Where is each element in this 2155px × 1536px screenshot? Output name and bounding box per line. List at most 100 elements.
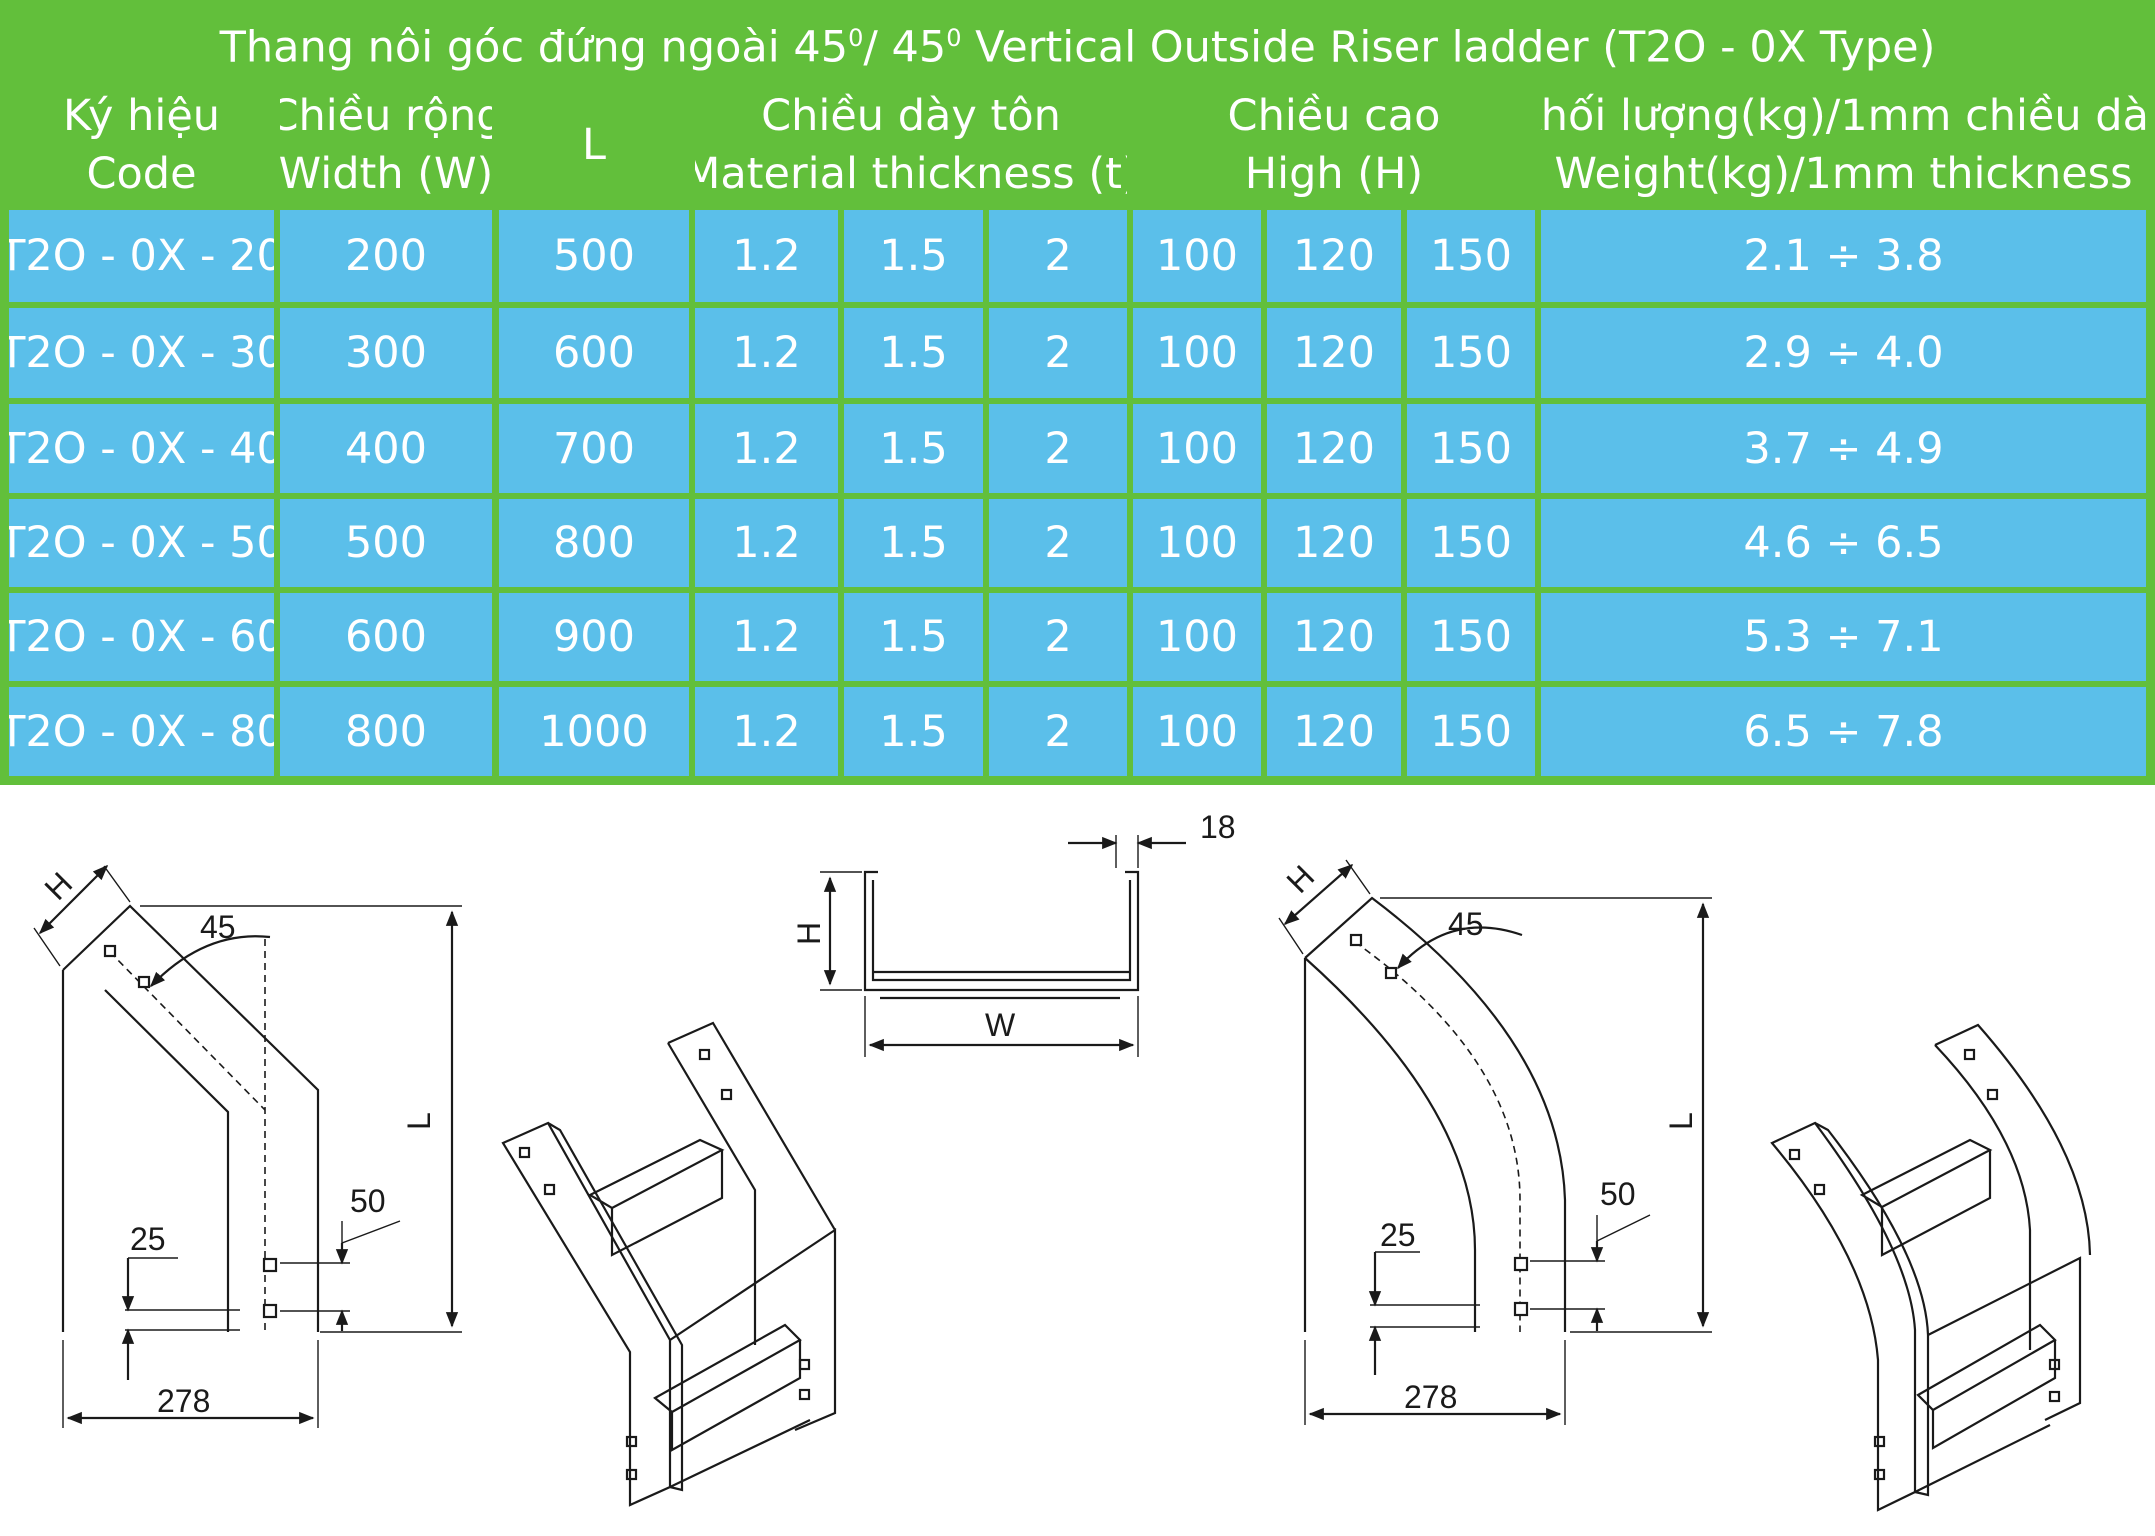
cell-length: 900 <box>499 593 689 681</box>
dim-25-label: 25 <box>130 1221 166 1257</box>
dim-angle-label: 45 <box>200 909 236 945</box>
spec-table: Thang nôi góc đứng ngoài 450/ 450 Vertic… <box>0 0 2155 785</box>
dim-18-label: 18 <box>1200 809 1236 845</box>
cell-thickness-2: 1.5 <box>844 210 983 302</box>
header-weight-line1: Khối lượng(kg)/1mm chiều dày <box>1541 90 2146 141</box>
cell-code: T2O - 0X - 20 <box>9 210 274 302</box>
cell-height-1: 100 <box>1133 687 1261 776</box>
cell-thickness-2: 1.5 <box>844 687 983 776</box>
header-height-line2: High (H) <box>1244 148 1424 199</box>
header-width: Chiều rộng Width (W) <box>280 83 492 206</box>
cell-height-3: 150 <box>1407 499 1535 587</box>
technical-drawings: H 45 L 50 25 278 <box>33 809 2092 1512</box>
header-length: L <box>499 83 689 206</box>
cell-width: 300 <box>280 308 492 398</box>
cell-weight: 4.6 ÷ 6.5 <box>1541 499 2146 587</box>
cell-weight: 2.1 ÷ 3.8 <box>1541 210 2146 302</box>
title-text-part1: Thang nôi góc đứng ngoài 45 <box>219 22 849 73</box>
cell-height-2: 120 <box>1267 308 1401 398</box>
cell-height-1: 100 <box>1133 593 1261 681</box>
cell-width: 400 <box>280 404 492 493</box>
cell-thickness-3: 2 <box>989 210 1127 302</box>
header-height: Chiều cao High (H) <box>1133 83 1535 206</box>
dim-278-label: 278 <box>1404 1379 1457 1415</box>
cell-weight: 5.3 ÷ 7.1 <box>1541 593 2146 681</box>
cell-code: T2O - 0X - 30 <box>9 308 274 398</box>
cell-width: 500 <box>280 499 492 587</box>
cell-length: 800 <box>499 499 689 587</box>
cell-weight: 2.9 ÷ 4.0 <box>1541 308 2146 398</box>
dim-278-label: 278 <box>157 1383 210 1419</box>
cell-length: 500 <box>499 210 689 302</box>
cell-height-3: 150 <box>1407 308 1535 398</box>
cell-thickness-2: 1.5 <box>844 404 983 493</box>
cell-thickness-1: 1.2 <box>695 308 838 398</box>
header-code: Ký hiệu Code <box>9 83 274 206</box>
title-degree-sup1: 0 <box>848 24 864 52</box>
cell-thickness-3: 2 <box>989 308 1127 398</box>
header-weight: Khối lượng(kg)/1mm chiều dày Weight(kg)/… <box>1541 83 2146 206</box>
header-thickness-line1: Chiều dày tôn <box>761 90 1061 141</box>
cell-height-3: 150 <box>1407 593 1535 681</box>
cross-section-view <box>820 835 1186 1057</box>
cell-height-2: 120 <box>1267 210 1401 302</box>
title-text-part3: Vertical Outside Riser ladder (T2O - 0X … <box>961 22 1936 73</box>
dim-25-label: 25 <box>1380 1217 1416 1253</box>
cell-height-2: 120 <box>1267 593 1401 681</box>
cell-code: T2O - 0X - 40 <box>9 404 274 493</box>
cell-length: 700 <box>499 404 689 493</box>
dim-angle-label: 45 <box>1448 906 1484 942</box>
dim-h-label: H <box>791 922 827 945</box>
cell-length: 1000 <box>499 687 689 776</box>
header-code-line1: Ký hiệu <box>62 90 221 141</box>
cell-thickness-3: 2 <box>989 404 1127 493</box>
cell-thickness-1: 1.2 <box>695 499 838 587</box>
cell-height-3: 150 <box>1407 404 1535 493</box>
dim-50-label: 50 <box>350 1183 386 1219</box>
angled-riser-side-view <box>33 864 462 1428</box>
cell-width: 800 <box>280 687 492 776</box>
cell-thickness-1: 1.2 <box>695 687 838 776</box>
cell-weight: 6.5 ÷ 7.8 <box>1541 687 2146 776</box>
cell-height-1: 100 <box>1133 308 1261 398</box>
header-weight-line2: Weight(kg)/1mm thickness <box>1554 148 2133 199</box>
cell-thickness-1: 1.2 <box>695 404 838 493</box>
header-code-line2: Code <box>86 148 197 199</box>
cell-height-2: 120 <box>1267 404 1401 493</box>
header-length-line1: L <box>582 119 606 170</box>
dim-h-label: H <box>1279 858 1321 900</box>
cell-height-3: 150 <box>1407 687 1535 776</box>
cell-length: 600 <box>499 308 689 398</box>
cell-thickness-2: 1.5 <box>844 593 983 681</box>
angled-riser-perspective <box>501 1021 837 1507</box>
cell-height-2: 120 <box>1267 499 1401 587</box>
cell-height-3: 150 <box>1407 210 1535 302</box>
cell-height-1: 100 <box>1133 404 1261 493</box>
header-width-line1: Chiều rộng <box>280 90 492 141</box>
dim-l-label: L <box>401 1112 437 1130</box>
cell-thickness-3: 2 <box>989 687 1127 776</box>
cell-thickness-3: 2 <box>989 593 1127 681</box>
table-title: Thang nôi góc đứng ngoài 450/ 450 Vertic… <box>0 0 2155 76</box>
dim-50-label: 50 <box>1600 1176 1636 1212</box>
dim-l-label: L <box>1663 1112 1699 1130</box>
cell-thickness-2: 1.5 <box>844 308 983 398</box>
title-degree-sup2: 0 <box>946 24 962 52</box>
cell-code: T2O - 0X - 80 <box>9 687 274 776</box>
cell-width: 200 <box>280 210 492 302</box>
cell-height-2: 120 <box>1267 687 1401 776</box>
cell-weight: 3.7 ÷ 4.9 <box>1541 404 2146 493</box>
header-thickness-line2: Material thickness (t) <box>695 148 1127 199</box>
cell-thickness-2: 1.5 <box>844 499 983 587</box>
title-text-part2: / 45 <box>863 22 947 73</box>
curved-riser-perspective <box>1770 1023 2092 1512</box>
header-width-line2: Width (W) <box>280 148 492 199</box>
cell-height-1: 100 <box>1133 210 1261 302</box>
cell-code: T2O - 0X - 60 <box>9 593 274 681</box>
cell-width: 600 <box>280 593 492 681</box>
curved-riser-side-view <box>1278 859 1712 1425</box>
cell-thickness-1: 1.2 <box>695 593 838 681</box>
header-height-line1: Chiều cao <box>1227 90 1441 141</box>
header-thickness: Chiều dày tôn Material thickness (t) <box>695 83 1127 206</box>
cell-code: T2O - 0X - 50 <box>9 499 274 587</box>
